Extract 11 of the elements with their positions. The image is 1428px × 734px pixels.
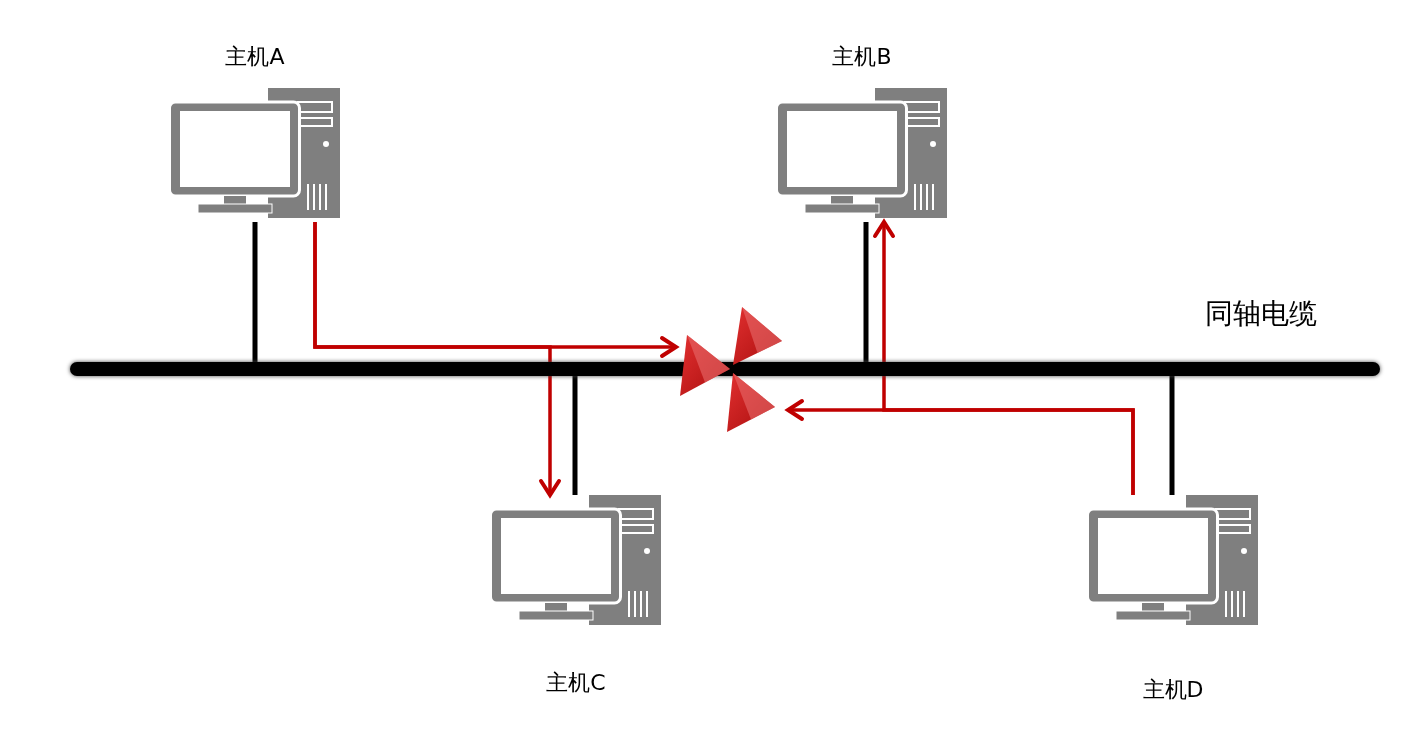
signal-arrow [873,220,1135,495]
cable-drop-line [863,222,869,362]
host-label: 主机C [546,669,606,697]
host-label: 主机A [225,43,285,71]
cable-label: 同轴电缆 [1205,296,1317,332]
host-label: 主机D [1142,676,1204,704]
cable-drop-line [1169,376,1175,495]
cable-drop-line [252,222,258,362]
cable-drop-line [572,376,578,495]
signal-arrow [313,222,561,497]
host-label: 主机B [832,43,892,71]
